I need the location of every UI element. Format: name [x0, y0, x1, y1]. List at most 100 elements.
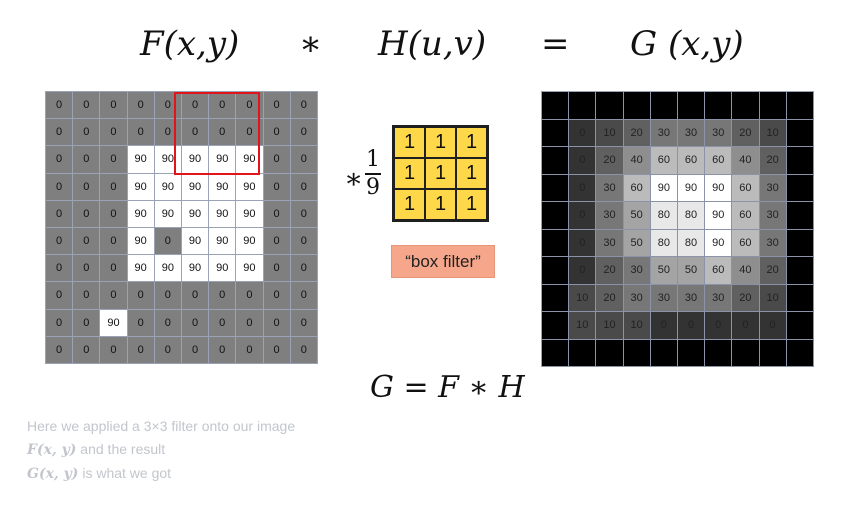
output-cell	[542, 92, 570, 120]
input-cell: 90	[154, 146, 182, 174]
input-cell: 0	[290, 336, 318, 364]
kernel-cell: 1	[425, 127, 456, 158]
output-cell: 0	[569, 147, 597, 175]
caption-line-1: Here we applied a 3×3 filter onto our im…	[27, 418, 296, 434]
input-cell: 90	[209, 255, 237, 283]
output-cell	[569, 339, 597, 367]
output-cell: 50	[650, 257, 678, 285]
input-cell: 0	[236, 282, 264, 310]
output-cell: 30	[759, 202, 787, 230]
input-cell: 90	[127, 146, 155, 174]
output-cell: 90	[705, 174, 733, 202]
output-cell	[732, 92, 760, 120]
output-cell: 10	[759, 284, 787, 312]
output-cell: 80	[650, 229, 678, 257]
input-cell: 90	[154, 255, 182, 283]
input-cell: 0	[46, 173, 74, 201]
input-cell: 0	[290, 119, 318, 147]
output-cell: 0	[569, 257, 597, 285]
convolution-operator: ∗	[299, 24, 323, 64]
input-cell: 0	[73, 200, 101, 228]
input-cell: 0	[73, 227, 101, 256]
input-cell: 0	[181, 336, 210, 364]
output-cell	[623, 339, 651, 367]
output-cell	[786, 229, 814, 257]
input-cell: 90	[154, 200, 182, 228]
output-cell: 60	[732, 202, 760, 230]
output-cell: 30	[705, 119, 733, 147]
input-cell: 90	[209, 227, 237, 256]
output-cell: 10	[596, 119, 624, 147]
output-cell: 30	[677, 119, 706, 147]
input-cell: 0	[290, 200, 318, 228]
input-cell: 90	[209, 173, 237, 201]
input-cell: 0	[46, 255, 74, 283]
output-cell	[542, 339, 570, 367]
output-cell: 90	[650, 174, 678, 202]
input-cell: 0	[290, 173, 318, 201]
output-cell: 20	[732, 284, 760, 312]
input-cell: 0	[181, 282, 210, 310]
output-cell: 10	[623, 312, 651, 340]
output-cell: 20	[596, 147, 624, 175]
output-cell	[786, 312, 814, 340]
output-cell	[786, 92, 814, 120]
input-cell: 0	[100, 282, 128, 310]
input-cell: 90	[127, 227, 155, 256]
output-cell	[759, 339, 787, 367]
output-cell: 0	[759, 312, 787, 340]
output-cell: 60	[732, 229, 760, 257]
input-cell: 90	[127, 200, 155, 228]
input-cell: 0	[263, 282, 291, 310]
output-cell	[542, 174, 570, 202]
input-cell: 90	[236, 255, 264, 283]
input-cell: 0	[73, 92, 101, 120]
g-xy-symbol: G (x,y)	[630, 24, 744, 64]
input-cell: 0	[263, 309, 291, 337]
output-cell: 90	[677, 174, 706, 202]
output-cell: 30	[623, 257, 651, 285]
input-cell: 0	[209, 119, 237, 147]
output-cell	[623, 92, 651, 120]
output-cell: 30	[759, 174, 787, 202]
output-cell	[786, 284, 814, 312]
output-cell: 30	[650, 119, 678, 147]
input-cell: 0	[100, 200, 128, 228]
input-cell: 0	[73, 255, 101, 283]
input-cell: 0	[290, 227, 318, 256]
output-cell: 50	[623, 202, 651, 230]
input-cell: 0	[263, 119, 291, 147]
output-cell	[786, 119, 814, 147]
input-cell: 0	[100, 336, 128, 364]
input-cell: 0	[263, 173, 291, 201]
input-cell: 0	[46, 336, 74, 364]
input-cell: 0	[73, 336, 101, 364]
caption-line-3-text: is what we got	[78, 465, 172, 481]
output-cell: 20	[759, 147, 787, 175]
output-cell: 50	[623, 229, 651, 257]
input-cell: 0	[290, 282, 318, 310]
filter-window-highlight	[174, 92, 260, 175]
input-cell: 0	[73, 119, 101, 147]
output-cell	[596, 92, 624, 120]
output-cell: 10	[596, 312, 624, 340]
input-cell: 0	[127, 309, 155, 337]
output-cell	[650, 339, 678, 367]
input-cell: 90	[209, 200, 237, 228]
input-cell: 0	[209, 336, 237, 364]
equals-sign: =	[541, 24, 570, 64]
input-cell: 0	[100, 227, 128, 256]
output-cell: 40	[623, 147, 651, 175]
output-cell	[759, 92, 787, 120]
input-cell: 0	[46, 200, 74, 228]
output-cell	[542, 257, 570, 285]
output-cell: 30	[623, 284, 651, 312]
input-cell: 90	[236, 227, 264, 256]
input-cell: 90	[100, 309, 128, 337]
output-cell	[650, 92, 678, 120]
input-cell: 90	[127, 255, 155, 283]
input-cell: 0	[73, 282, 101, 310]
input-cell: 0	[209, 309, 237, 337]
input-cell: 0	[263, 146, 291, 174]
